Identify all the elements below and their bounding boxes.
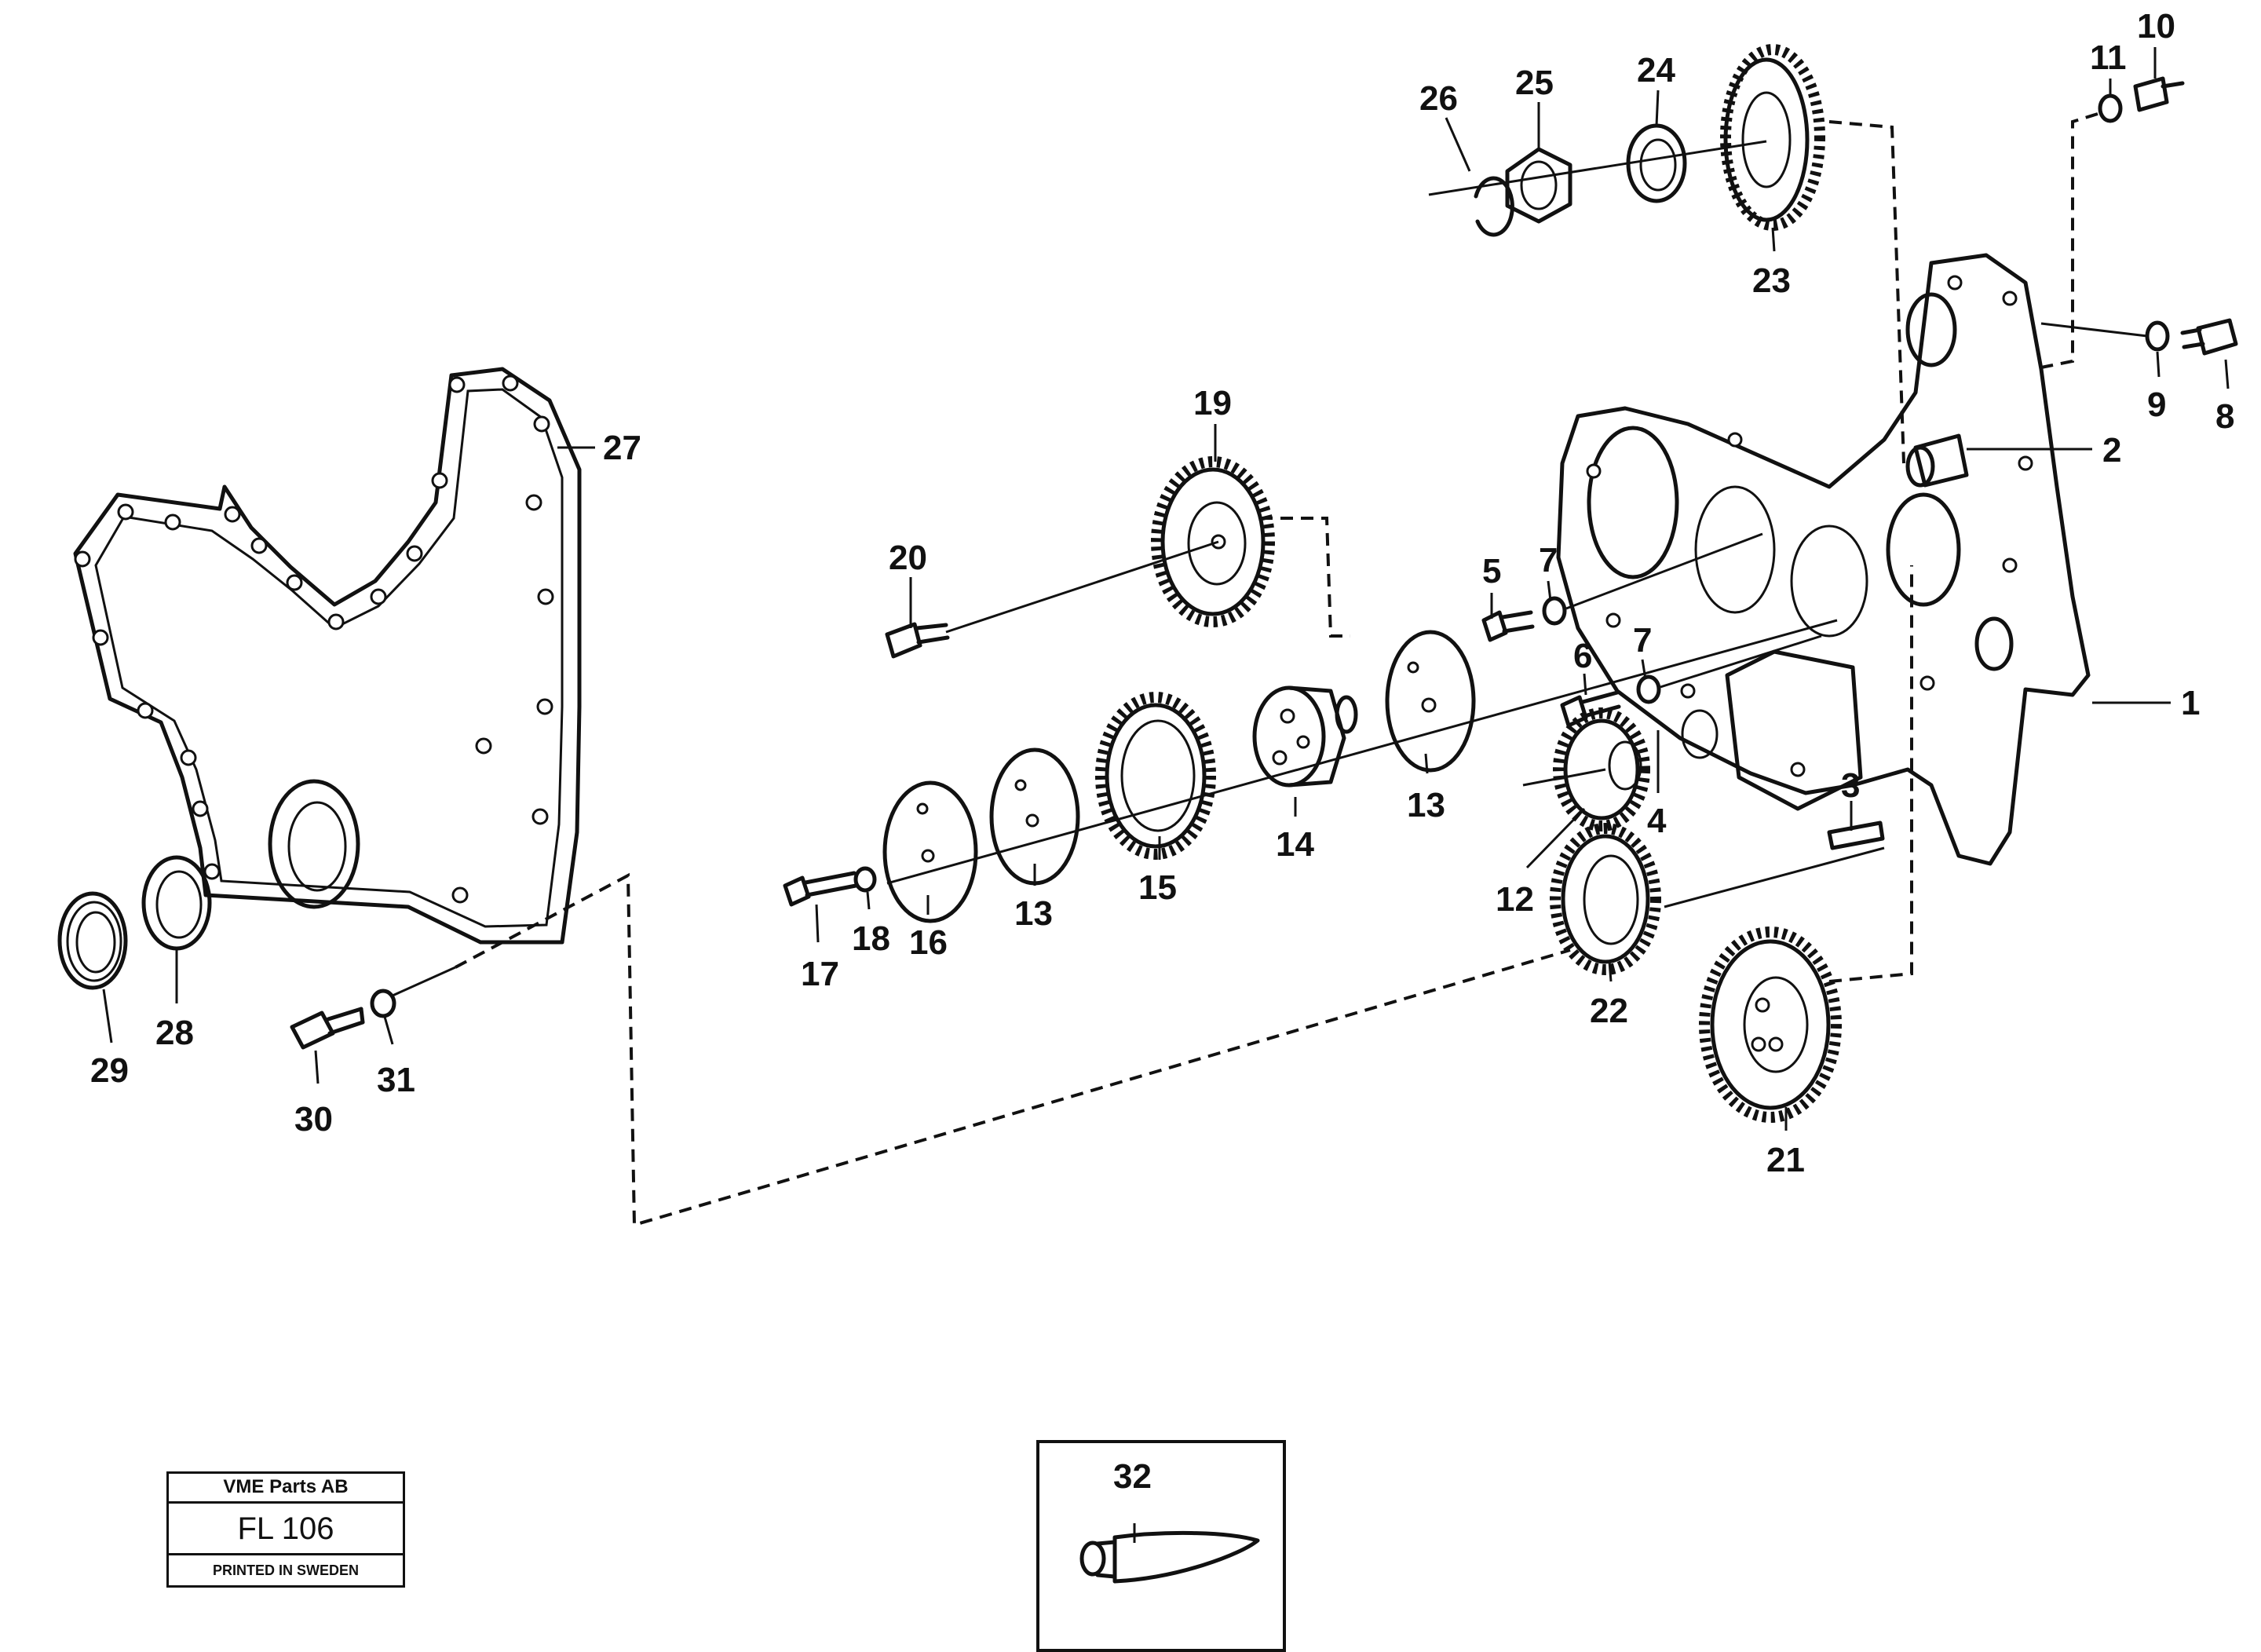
callout-30: 30 (294, 1100, 333, 1138)
callout-4: 4 (1647, 802, 1667, 840)
pin-3 (1827, 821, 1885, 850)
callout-13a: 13 (1407, 786, 1445, 824)
washer-18 (853, 866, 877, 893)
callout-9: 9 (2147, 386, 2166, 424)
dashed-link-10 (2040, 112, 2098, 369)
callout-8: 8 (2215, 397, 2234, 436)
title-block-note: PRINTED IN SWEDEN (212, 1562, 359, 1578)
callout-6: 6 (1573, 637, 1592, 675)
callout-20: 20 (889, 539, 927, 577)
timing-cover-27 (73, 367, 582, 945)
bolt-30 (290, 1007, 365, 1050)
crank-seal-bore (268, 779, 360, 909)
callout-12: 12 (1496, 880, 1534, 919)
bolt-17 (783, 871, 858, 907)
leader-lines (102, 47, 2230, 1543)
gear-15 (1095, 692, 1216, 860)
title-block-company: VME Parts AB (169, 1474, 403, 1504)
callout-26: 26 (1419, 79, 1458, 118)
axis-idler-stack (886, 619, 1838, 885)
dashed-assembly-line (455, 872, 1571, 1227)
timing-housing-1 (1556, 253, 2091, 866)
callout-28: 28 (155, 1014, 194, 1052)
cover-bolt-holes (74, 375, 554, 904)
circlip-26 (1474, 176, 1514, 237)
gear-22 (1550, 823, 1661, 975)
callout-2: 2 (2102, 431, 2121, 470)
callout-11: 11 (2090, 38, 2127, 77)
plate-13a (1385, 630, 1476, 773)
callout-7b: 7 (1633, 621, 1652, 660)
washer-9 (2145, 320, 2170, 352)
title-block: VME Parts AB FL 106 PRINTED IN SWEDEN (166, 1471, 405, 1588)
callout-27: 27 (603, 429, 641, 467)
callout-29: 29 (90, 1051, 129, 1090)
dashed-link-21 (1828, 565, 1913, 983)
part-callouts: 1 2 3 4 5 6 7 7 8 9 10 11 12 13 13 14 15… (90, 7, 2234, 1496)
callout-14: 14 (1276, 825, 1314, 864)
axis-gear-23 (1428, 140, 1767, 196)
callout-1: 1 (2181, 684, 2200, 722)
callout-21: 21 (1766, 1141, 1805, 1179)
washer-31 (370, 989, 396, 1018)
washer-7a (1542, 596, 1567, 626)
callout-23: 23 (1752, 261, 1791, 300)
seal-29 (57, 891, 128, 990)
sleeve-2 (1905, 433, 1969, 488)
plate-16 (882, 780, 978, 923)
dashed-link-23 (1828, 120, 1905, 464)
callout-32: 32 (1113, 1457, 1152, 1496)
bolt-5 (1481, 610, 1535, 642)
bolt-10 (2133, 76, 2185, 112)
callout-13b: 13 (1014, 894, 1053, 933)
dashed-link-19 (1260, 517, 1350, 638)
callout-15: 15 (1138, 868, 1177, 907)
callout-7a: 7 (1539, 541, 1558, 579)
callout-31: 31 (377, 1061, 415, 1099)
callout-17: 17 (801, 955, 839, 993)
callout-24: 24 (1637, 51, 1675, 90)
sealant-tube-32 (1079, 1530, 1260, 1584)
callout-25: 25 (1515, 64, 1554, 102)
callout-10: 10 (2137, 7, 2175, 46)
callout-19: 19 (1193, 384, 1232, 422)
gear-21 (1699, 927, 1842, 1123)
assembly-line (392, 966, 456, 997)
axis-gear-19 (945, 540, 1219, 634)
inset-frame (1036, 1440, 1286, 1652)
gear-12 (1553, 707, 1650, 831)
seal-28 (141, 855, 212, 951)
gear-19 (1151, 456, 1275, 627)
hub-14 (1252, 685, 1358, 788)
bolt-20 (885, 622, 950, 659)
callout-22: 22 (1590, 992, 1628, 1030)
washer-7b (1636, 674, 1661, 704)
washer-11 (2098, 93, 2123, 123)
callout-16: 16 (909, 923, 948, 962)
washer-24 (1626, 123, 1687, 203)
nut-25 (1505, 147, 1572, 224)
plug-8 (2180, 318, 2238, 356)
callout-3: 3 (1841, 766, 1860, 805)
callout-18: 18 (852, 919, 890, 958)
callout-5: 5 (1482, 552, 1501, 590)
title-block-code: FL 106 (169, 1504, 403, 1555)
gear-23 (1720, 44, 1825, 231)
plate-13b (989, 747, 1080, 886)
